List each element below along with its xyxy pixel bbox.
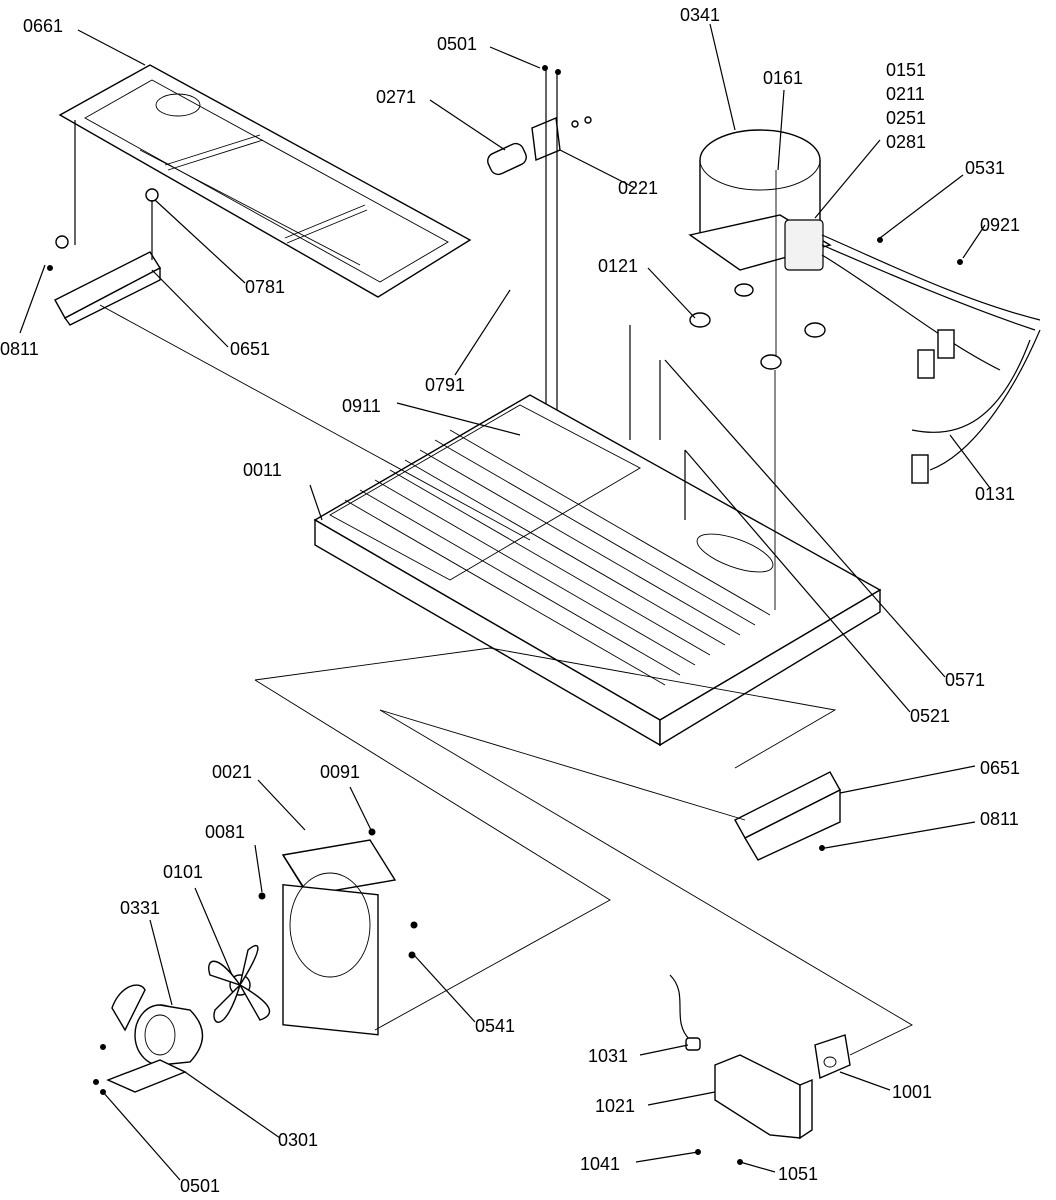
callout-0651: 0651	[230, 339, 270, 359]
compressor	[688, 129, 832, 370]
callout-0221: 0221	[618, 178, 658, 198]
callout-0531: 0531	[965, 158, 1005, 178]
callout-0921: 0921	[980, 215, 1020, 235]
callout-0341: 0341	[680, 5, 720, 25]
assembly-guide-lines	[99, 304, 913, 1056]
fan-blade	[208, 945, 271, 1023]
callout-1051: 1051	[778, 1164, 818, 1184]
callout-0081: 0081	[205, 822, 245, 842]
callout-0021: 0021	[212, 762, 252, 782]
callout-0091: 0091	[320, 762, 360, 782]
callout-labels: 0661 0501 0341 0271 0161 0151 0211 0251 …	[0, 5, 1020, 1196]
callout-0571: 0571	[945, 670, 985, 690]
callout-0811: 0811	[980, 809, 1019, 829]
base-pan-condenser	[313, 325, 882, 747]
callout-0911: 0911	[342, 396, 381, 416]
callout-0131: 0131	[975, 484, 1015, 504]
callout-0651: 0651	[980, 758, 1020, 778]
callout-1001: 1001	[892, 1082, 932, 1102]
callout-0501: 0501	[180, 1176, 220, 1196]
callout-1031: 1031	[588, 1046, 628, 1066]
callout-0151: 0151	[886, 60, 926, 80]
callout-0211: 0211	[886, 84, 925, 104]
callout-0541: 0541	[475, 1016, 515, 1036]
callout-0791: 0791	[425, 375, 465, 395]
thermostat-bracket	[669, 974, 851, 1165]
fan-motor	[93, 984, 204, 1095]
callout-1041: 1041	[580, 1154, 620, 1174]
callout-0281: 0281	[886, 132, 926, 152]
wiring-harness	[821, 234, 1041, 484]
callout-0781: 0781	[245, 277, 285, 297]
callout-0501: 0501	[437, 34, 477, 54]
callout-0101: 0101	[163, 862, 203, 882]
callout-1021: 1021	[595, 1096, 635, 1116]
callout-0271: 0271	[376, 87, 416, 107]
callout-0161: 0161	[763, 68, 803, 88]
callout-0331: 0331	[120, 898, 160, 918]
top-cover-panel	[58, 64, 472, 298]
callout-0521: 0521	[910, 706, 950, 726]
callout-0811: 0811	[0, 339, 39, 359]
leader-lines	[19, 23, 991, 1181]
left-bracket	[47, 120, 161, 326]
callout-0121: 0121	[598, 256, 638, 276]
callout-0661: 0661	[23, 16, 63, 36]
callout-0251: 0251	[886, 108, 926, 128]
callout-0301: 0301	[278, 1130, 318, 1150]
rear-bracket	[734, 771, 841, 861]
fan-shroud	[258, 828, 418, 1036]
callout-0011: 0011	[243, 460, 282, 480]
